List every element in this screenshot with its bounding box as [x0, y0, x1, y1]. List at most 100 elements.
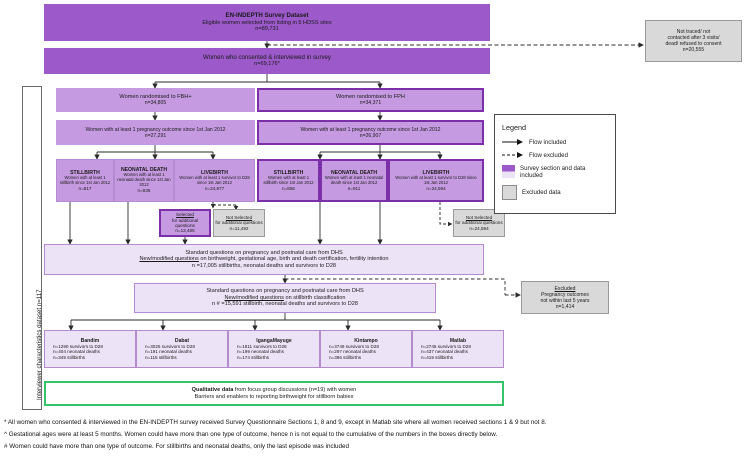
site-row: n=349 stillbirths	[53, 354, 86, 360]
excluded-preg-line2: Pregnancy outcomes	[541, 291, 589, 298]
fph-neonatal-title: NEONATAL DEATH	[330, 169, 378, 176]
interviewer-characteristics-band	[22, 86, 42, 410]
legend-flow-excluded-label: Flow excluded	[529, 151, 568, 159]
dataset-n: n=89,731	[255, 26, 279, 33]
site-box: Bandim n=1290 survivors to D28 n=404 neo…	[44, 330, 136, 368]
fbh-neonatal-desc: Women with at least 1 neonatal death sin…	[117, 172, 171, 188]
arrow-dashed-icon	[502, 152, 523, 158]
site-name: Bandim	[80, 337, 100, 344]
not-selected-fph-emph: Not Selected	[465, 214, 493, 220]
site-row: n=297 neonatal deaths	[329, 349, 376, 355]
site-row: n=191 neonatal deaths	[145, 349, 192, 355]
node-consented: Women who consented & interviewed in sur…	[44, 48, 490, 74]
fbh-n: n=34,805	[144, 100, 167, 107]
node-fph-outcome: Women with at least 1 pregnancy outcome …	[257, 120, 484, 145]
site-name: Matlab	[449, 337, 467, 344]
not-selected-fbh-rest: for additional questions	[215, 220, 263, 226]
legend-title: Legend	[502, 123, 526, 132]
node-excluded-pregnancy: Excluded Pregnancy outcomes not within l…	[521, 281, 609, 314]
site-row: n=115 stillbirths	[145, 354, 177, 360]
site-row: n=174 stillbirths	[237, 354, 270, 360]
node-fph-livebirth: LIVEBIRTH Women with at least 1 survivor…	[388, 159, 484, 202]
fbh-outcome-n: n=27,291	[144, 132, 167, 139]
fph-line1: Women randomised to FPH	[336, 93, 405, 100]
fbh-neonatal-n: n=936	[137, 188, 151, 194]
fph-livebirth-n: n=24,594	[426, 185, 446, 191]
not-selected-fph-n: n=24,594	[469, 225, 489, 231]
fbh-outcome-line1: Women with at least 1 pregnancy outcome …	[85, 126, 226, 133]
fbh-stillbirth-desc: Women with at least 1 stillbirth since 1…	[59, 174, 111, 185]
qualitative-emph: Qualitative data	[191, 386, 234, 393]
site-row: n=1811 survivors to D28	[237, 343, 287, 349]
not-selected-fbh-emph: Not Selected	[225, 214, 253, 220]
fph-neonatal-n: n=911	[347, 185, 361, 191]
fbh-livebirth-title: LIVEBIRTH	[201, 169, 228, 176]
not-selected-fph-rest: for additional questions	[455, 220, 503, 226]
node-fbh-neonatal: NEONATAL DEATH Women with at least 1 neo…	[114, 159, 174, 202]
fbh-livebirth-n: n=24,977	[204, 185, 225, 191]
node-fbh-stillbirth: STILLBIRTH Women with at least 1 stillbi…	[56, 159, 114, 202]
site-box: IgangaMayuge n=1811 survivors to D28 n=1…	[228, 330, 320, 368]
not-selected-fbh-n: n=11,492	[229, 225, 249, 231]
fph-outcome-line1: Women with at least 1 pregnancy outcome …	[300, 126, 441, 133]
standard-upper-line1: Standard questions on pregnancy and post…	[185, 249, 343, 256]
fbh-neonatal-title: NEONATAL DEATH	[120, 167, 168, 174]
site-name: Kintampo	[354, 337, 378, 344]
legend-row-flow-included: Flow included	[502, 138, 608, 146]
node-not-traced: Not traced/ not contacted after 3 visits…	[645, 20, 742, 62]
node-fph-stillbirth: STILLBIRTH Women with at least 1 stillbi…	[257, 159, 320, 202]
node-not-selected-fbh: Not Selected for additional questions n=…	[213, 209, 265, 237]
site-box: Kintampo n=3749 survivors to D28 n=297 n…	[320, 330, 412, 368]
fph-stillbirth-n: n=856	[282, 185, 295, 191]
not-traced-line3: dead/ refused to consent	[665, 41, 722, 47]
site-box: Dabat n=3025 survivors to D28 n=191 neon…	[136, 330, 228, 368]
fph-neonatal-desc: Women with at least 1 neonatal death sin…	[324, 174, 384, 185]
fph-n: n=34,371	[359, 100, 382, 107]
selected-emph: Selected	[176, 212, 194, 218]
fbh-line1: Women randomised to FBH+	[119, 93, 192, 100]
site-row: n=1290 survivors to D28	[53, 343, 103, 349]
standard-upper-line2-emph: New/modified questions	[139, 256, 199, 263]
node-fph: Women randomised to FPH n=34,371	[257, 88, 484, 112]
excluded-data-swatch	[502, 184, 517, 200]
fbh-livebirth-desc: Women with at least 1 survivor to D28 si…	[179, 174, 250, 185]
qualitative-line2: Barriers and enablers to reporting birth…	[194, 393, 354, 400]
selected-rest: for additional questions	[171, 217, 199, 228]
site-name: Dabat	[174, 337, 190, 344]
dataset-line2: Eligible women selected from listing in …	[202, 19, 332, 26]
node-selected: Selected for additional questions n=13,4…	[159, 209, 211, 237]
node-fbh-livebirth: LIVEBIRTH Women with at least 1 survivor…	[174, 159, 255, 202]
site-row: n=404 neonatal deaths	[53, 349, 100, 355]
site-row: n=419 stillbirths	[421, 354, 454, 360]
standard-upper-line3: n =17,005 stillbirths, neonatal deaths a…	[191, 262, 337, 269]
legend-excluded-data-label: Excluded data	[522, 188, 561, 196]
node-qualitative: Qualitative data from focus group discus…	[44, 381, 504, 406]
not-traced-line1: Not traced/ not	[676, 29, 711, 35]
standard-lower-line2-rest: on stillbirth classification	[285, 294, 346, 301]
consented-line1: Women who consented & interviewed in sur…	[203, 54, 331, 62]
site-row: n=2745 survivors to D28	[421, 343, 471, 349]
node-dataset: EN-INDEPTH Survey Dataset Eligible women…	[44, 4, 490, 41]
site-row: n=199 neonatal deaths	[237, 349, 284, 355]
fph-stillbirth-title: STILLBIRTH	[273, 169, 304, 176]
excluded-preg-line3: not within last 5 years	[540, 297, 590, 304]
node-standard-upper: Standard questions on pregnancy and post…	[44, 244, 484, 275]
site-name: IgangaMayuge	[256, 337, 292, 344]
fph-stillbirth-desc: Women with at least 1 stillbirth since 1…	[263, 174, 314, 185]
fph-outcome-n: n=26,907	[359, 132, 382, 139]
fph-livebirth-desc: Women with at least 1 survivor to D28 si…	[395, 174, 477, 185]
fph-livebirth-title: LIVEBIRTH	[422, 169, 450, 176]
node-fbh: Women randomised to FBH+ n=34,805	[56, 88, 255, 112]
node-fbh-outcome: Women with at least 1 pregnancy outcome …	[56, 120, 255, 145]
standard-lower-line1: Standard questions on pregnancy and post…	[206, 288, 364, 295]
legend: Legend Flow included Flow excluded Surve…	[494, 114, 616, 214]
legend-survey-section-label: Survey section and data included	[520, 165, 586, 180]
site-row: n=3749 survivors to D28	[329, 343, 379, 349]
site-row: n=3025 survivors to D28	[145, 343, 195, 349]
site-row: n=437 neonatal deaths	[421, 349, 468, 355]
excluded-preg-n: n=1,414	[555, 303, 575, 310]
legend-row-excluded-data: Excluded data	[502, 184, 608, 200]
fbh-stillbirth-title: STILLBIRTH	[70, 169, 100, 176]
standard-lower-line3: n # =15,591 stillbirth, neonatal deaths …	[212, 301, 358, 308]
site-row: n=386 stillbirths	[329, 354, 362, 360]
